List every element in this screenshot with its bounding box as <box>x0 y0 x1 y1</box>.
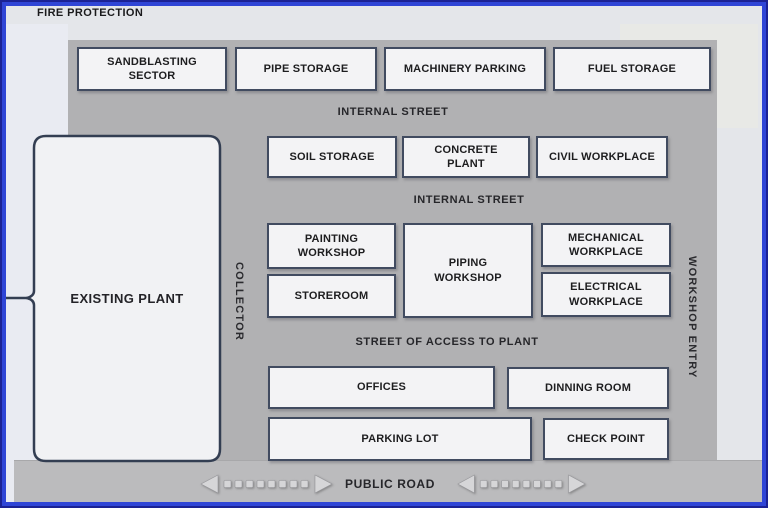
public-road-label: PUBLIC ROAD <box>345 477 435 491</box>
block-civil-workplace: CIVIL WORKPLACE <box>536 136 668 178</box>
block-soil-storage: SOIL STORAGE <box>267 136 397 178</box>
block-electrical-workplace: ELECTRICAL WORKPLACE <box>541 272 671 317</box>
fire-protection-label: FIRE PROTECTION <box>37 7 144 19</box>
block-machinery-parking: MACHINERY PARKING <box>384 47 546 91</box>
block-offices: OFFICES <box>268 366 495 409</box>
block-dinning-room: DINNING ROOM <box>507 367 669 409</box>
block-fuel-storage: FUEL STORAGE <box>553 47 711 91</box>
block-concrete-plant: CONCRETE PLANT <box>402 136 530 178</box>
road-direction-arrow-icon <box>457 474 586 494</box>
block-sandblasting-sector: SANDBLASTING SECTOR <box>77 47 227 91</box>
block-parking-lot: PARKING LOT <box>268 417 532 461</box>
block-storeroom: STOREROOM <box>267 274 396 318</box>
block-painting-workshop: PAINTING WORKSHOP <box>267 223 396 269</box>
block-mechanical-workplace: MECHANICAL WORKPLACE <box>541 223 671 267</box>
street-of-access-label: STREET OF ACCESS TO PLANT <box>355 336 539 348</box>
block-piping-workshop: PIPING WORKSHOP <box>403 223 533 318</box>
workshop-entry-label: WORKSHOP ENTRY <box>686 256 698 379</box>
block-pipe-storage: PIPE STORAGE <box>235 47 377 91</box>
road-direction-arrow-icon <box>200 474 333 494</box>
block-check-point: CHECK POINT <box>543 418 669 460</box>
collector-label: COLLECTOR <box>233 262 245 342</box>
internal-street-top-label: INTERNAL STREET <box>337 106 449 118</box>
internal-street-mid-label: INTERNAL STREET <box>413 194 525 206</box>
existing-plant-label: EXISTING PLANT <box>70 291 184 306</box>
